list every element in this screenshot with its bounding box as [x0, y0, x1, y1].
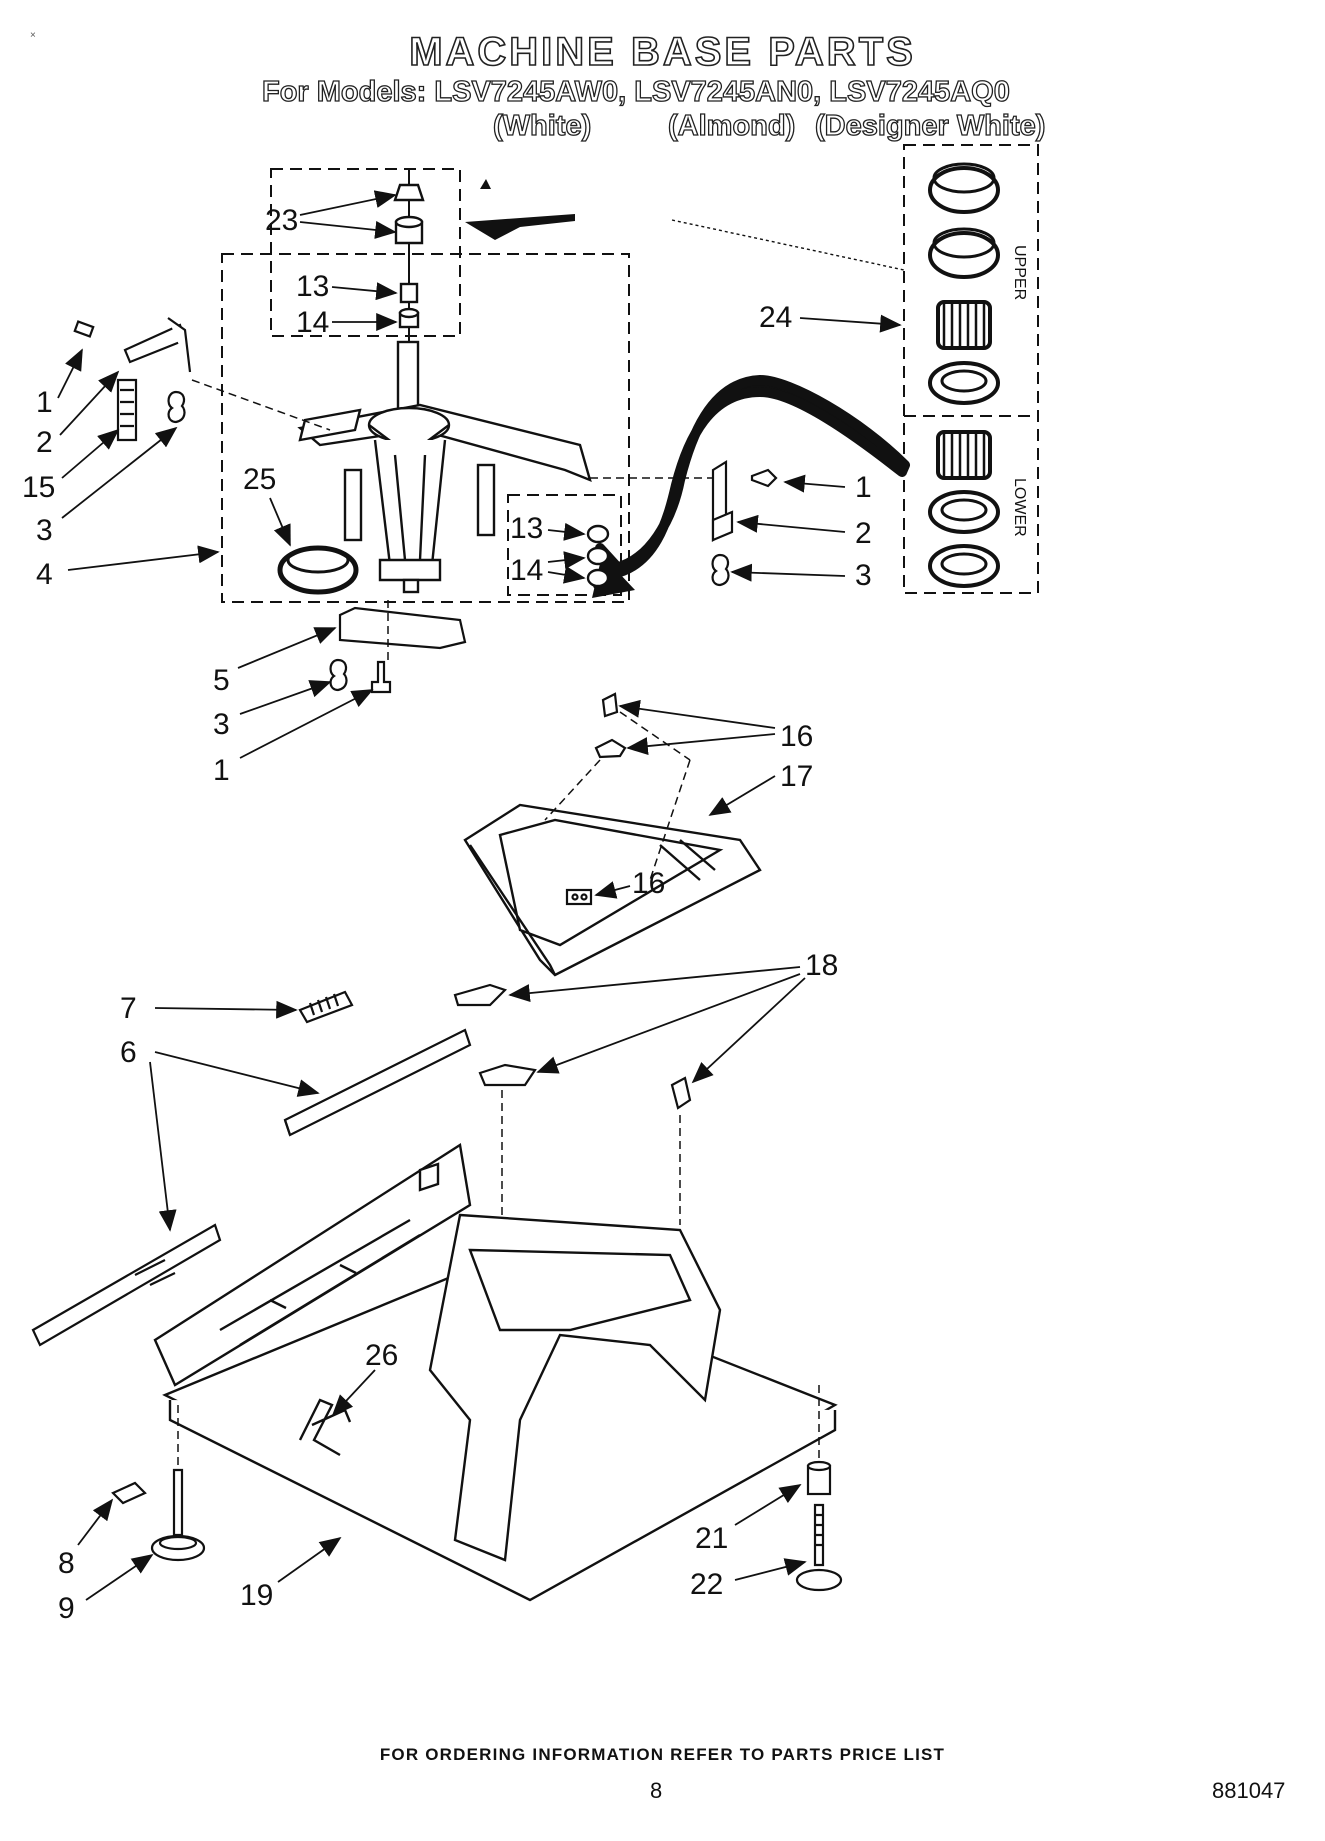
lower-bushing-box	[507, 494, 622, 596]
bushing-lower-14	[586, 546, 610, 588]
callout-14-lower: 14	[510, 554, 543, 587]
bushing-group-box	[270, 168, 461, 337]
spring-7	[298, 990, 354, 1024]
clip-18-c	[670, 1076, 692, 1110]
clip-16-upper	[594, 692, 627, 759]
callout-1: 1	[36, 386, 53, 419]
bushing-13	[399, 282, 419, 304]
callout-16-upper: 16	[780, 720, 813, 753]
figure-number: 881047	[1212, 1778, 1286, 1803]
lower-bracket-assembly	[329, 606, 467, 694]
seal-upper-ring	[928, 361, 1000, 405]
pointer-arrow-upper	[465, 214, 575, 240]
callout-2: 2	[36, 426, 53, 459]
bar-6-lower	[31, 1223, 222, 1347]
color-almond: (Almond)	[667, 109, 796, 142]
callout-21: 21	[695, 1522, 728, 1555]
callout-14: 14	[296, 306, 329, 339]
callout-7: 7	[120, 992, 137, 1025]
leveling-leg-9	[150, 1468, 206, 1562]
callout-22: 22	[690, 1568, 723, 1601]
callout-2-right: 2	[855, 517, 872, 550]
gearcase-assembly	[297, 340, 592, 594]
callout-13: 13	[296, 270, 329, 303]
callout-16-lower: 16	[632, 867, 665, 900]
seal-upper-label: UPPER	[1011, 245, 1028, 300]
seal-upper-2	[928, 227, 1000, 279]
callout-9: 9	[58, 1592, 75, 1625]
color-designer-white: (Designer White)	[814, 109, 1046, 142]
seal-lower-label: LOWER	[1011, 478, 1028, 537]
leg-cap-21	[806, 1460, 832, 1496]
callout-4: 4	[36, 558, 53, 591]
callout-26: 26	[365, 1339, 398, 1372]
corner-mark: ×	[30, 30, 36, 41]
clip-18-b	[478, 1063, 537, 1087]
seal-upper-1	[928, 162, 1000, 214]
callout-24: 24	[759, 301, 792, 334]
bar-6-upper	[283, 1028, 472, 1137]
callout-18: 18	[805, 949, 838, 982]
left-bracket-assembly	[73, 317, 192, 442]
callout-23: 23	[265, 204, 298, 237]
leveling-leg-22	[795, 1503, 843, 1592]
bushing-14	[398, 307, 420, 329]
seal-upper-gear	[936, 300, 992, 350]
callout-3-lower: 3	[213, 708, 230, 741]
bushing-lower-13	[586, 524, 610, 544]
seal-lower-gear	[936, 430, 992, 480]
models-line: For Models: LSV7245AW0, LSV7245AN0, LSV7…	[261, 75, 1010, 108]
callout-3-right: 3	[855, 559, 872, 592]
callout-17: 17	[780, 760, 813, 793]
callout-19: 19	[240, 1579, 273, 1612]
machine-base-19	[153, 1143, 838, 1602]
ordering-note: FOR ORDERING INFORMATION REFER TO PARTS …	[379, 1745, 946, 1764]
seal-lower-ring-1	[928, 490, 1000, 534]
callout-6: 6	[120, 1036, 137, 1069]
page-title: MACHINE BASE PARTS	[408, 29, 916, 75]
clip-16-lower	[565, 888, 593, 906]
callout-15: 15	[22, 471, 55, 504]
right-bracket-assembly	[711, 460, 778, 587]
seal-lower-ring-2	[928, 544, 1000, 588]
seal-ring-25	[277, 545, 359, 595]
gearcase-group-box	[221, 253, 630, 603]
clip-18-a	[453, 983, 508, 1007]
seal-kit-box	[903, 144, 1039, 594]
callout-1-right: 1	[855, 471, 872, 504]
callout-1-lower: 1	[213, 754, 230, 787]
callout-25: 25	[243, 463, 276, 496]
foot-pad-8	[111, 1481, 147, 1505]
pointer-arrow-curved	[593, 375, 910, 590]
callout-5: 5	[213, 664, 230, 697]
callout-8: 8	[58, 1547, 75, 1580]
callout-13-lower: 13	[510, 512, 543, 545]
color-white: (White)	[492, 109, 592, 142]
page-number: 8	[650, 1778, 663, 1803]
callout-3: 3	[36, 514, 53, 547]
